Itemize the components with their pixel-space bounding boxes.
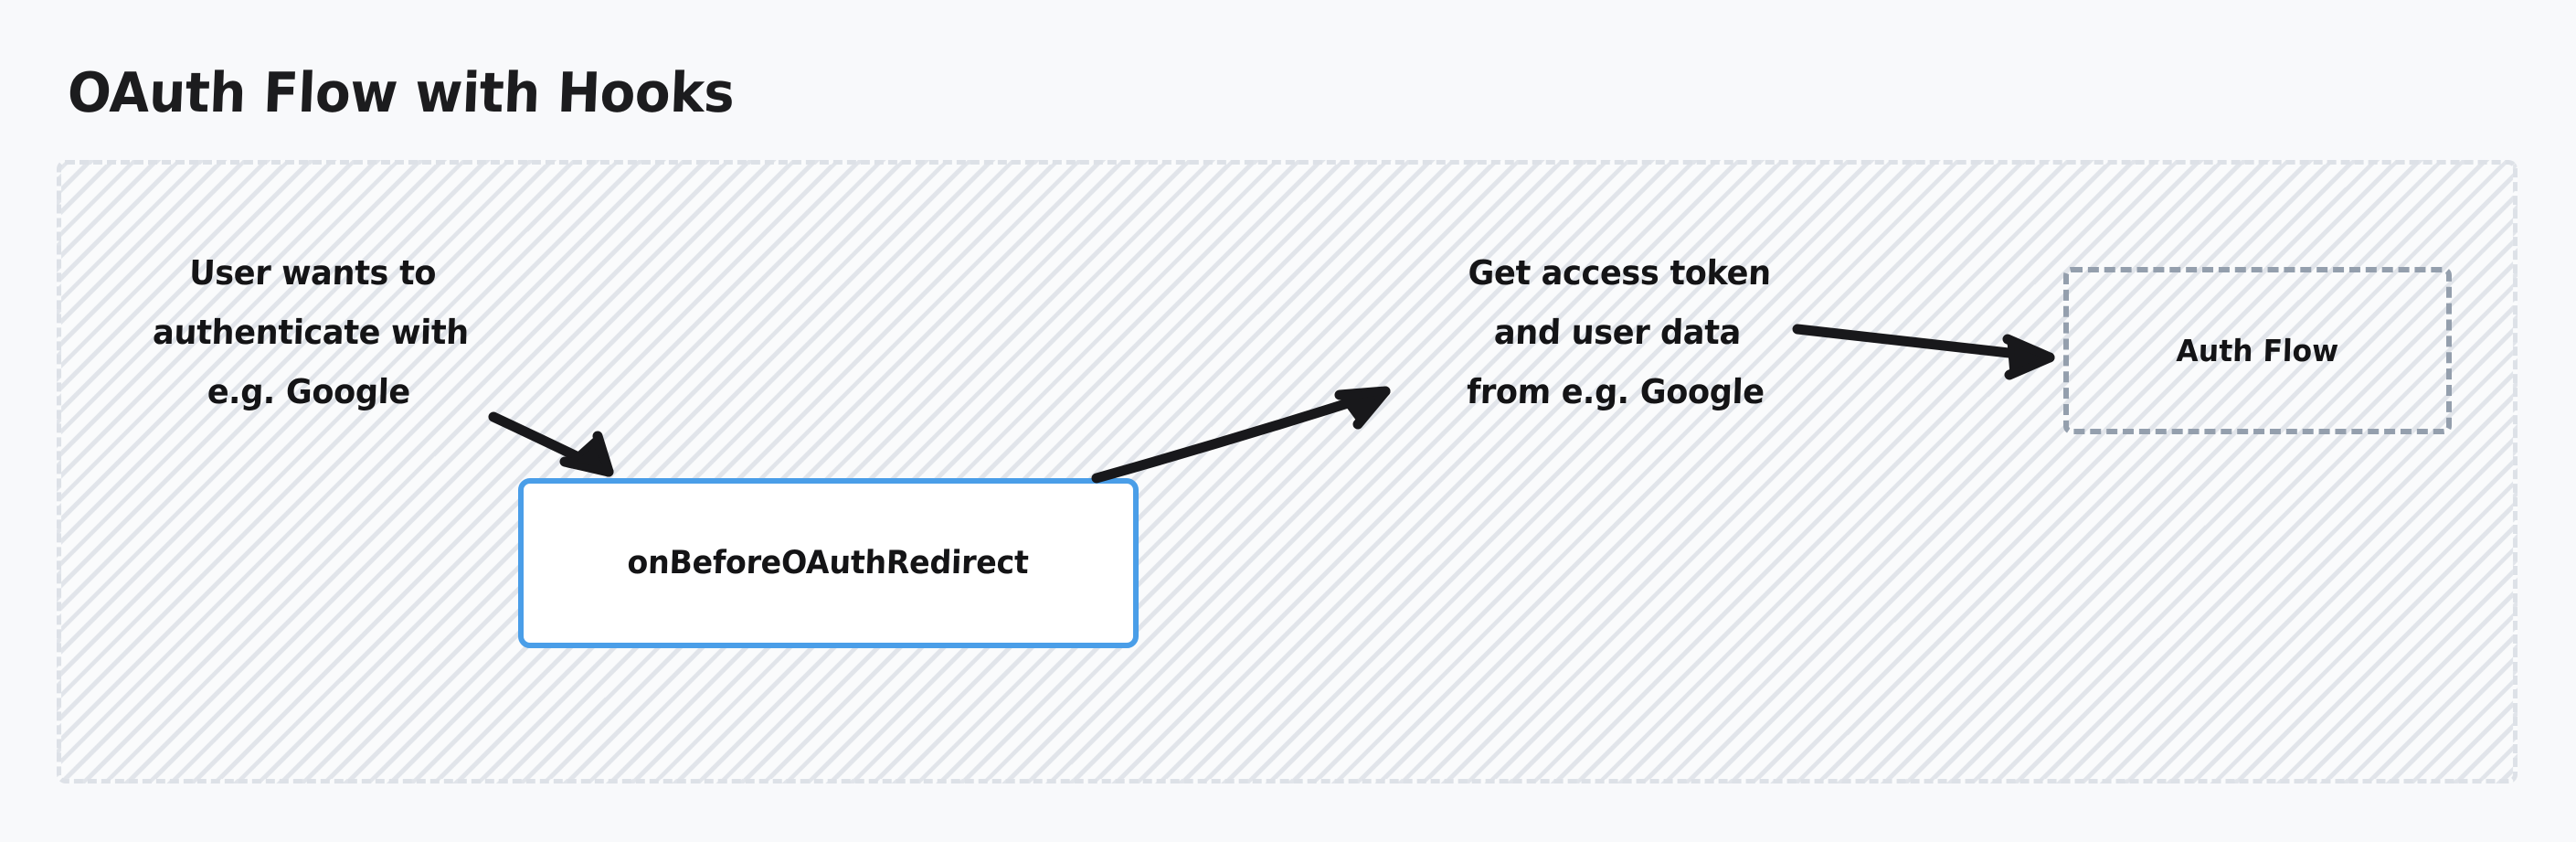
- node-label-auth-flow: Auth Flow: [2176, 333, 2339, 368]
- node-label-on-before-oauth-redirect: onBeforeOAuthRedirect: [627, 545, 1030, 581]
- node-auth-flow[interactable]: Auth Flow: [2063, 267, 2452, 434]
- page-title: OAuth Flow with Hooks: [66, 61, 736, 125]
- edge-label-user-authenticate: User wants to authenticate with e.g. Goo…: [152, 253, 470, 411]
- edge-label-get-access-token: Get access token and user data from e.g.…: [1466, 253, 1772, 411]
- node-on-before-oauth-redirect[interactable]: onBeforeOAuthRedirect: [518, 478, 1139, 648]
